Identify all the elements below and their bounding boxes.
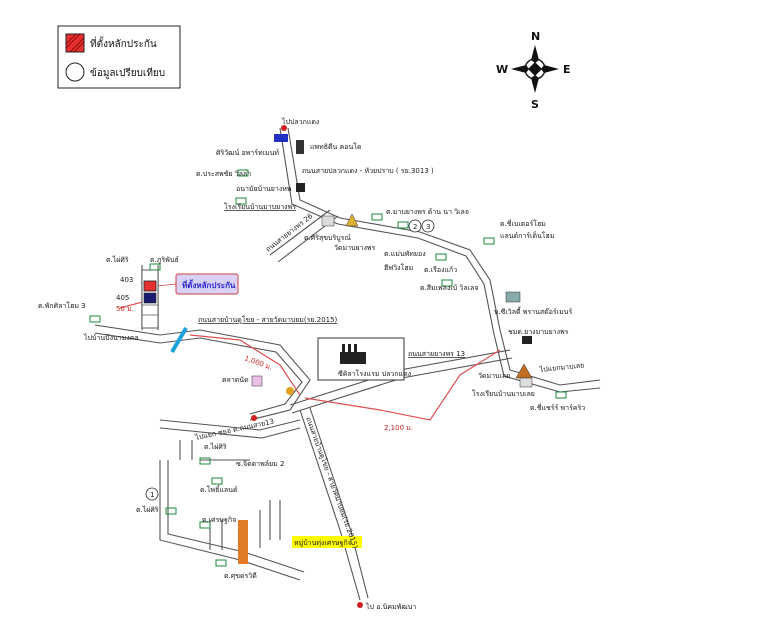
label-phrae: บ.ซีเวิลดี้ พรานสต๊อร์เมนร์ [494,305,572,316]
village-yellow-tag: หมู่บ้านทุ่งเศรษฐกิจ [292,536,362,548]
compare-marker-3 [421,219,435,233]
label-siri-garden: ต.เรืองแก้ว [424,266,457,274]
label-dist1000: 1,000 ม. [243,354,273,371]
compass-w: W [496,63,508,76]
label-road-3013: ถนนสายปลวกแดง - หัวยปราบ ( รย.3013 ) [302,167,434,175]
village-markers [89,169,567,567]
label-road-26: ถนนสายยางพร 26 [264,212,314,254]
temple2-icon [515,363,533,379]
label-dist50: 50 ม. [116,305,134,313]
label-maeni: ต.แม่นพัทยอง [384,250,426,258]
legend-site-swatch [65,33,85,53]
label-road-13: ถนนสายยางพร 13 [408,350,465,358]
label-to-pluak-daeng: ไปปลวกแดง [281,117,319,126]
label-chaiyasit4: ต.ไผ่ศิริ [136,505,159,514]
label-to-pluakb: ไปแยกมาบเลย [538,360,584,374]
label-prasop: ต.ประสพชัย วิลล่า [196,170,251,178]
label-to-nikhom: ไป อ.นิคมพัฒนา [365,602,416,611]
label-sukmaeng: ต.ศุขดรวิดี [224,572,257,580]
label-num405: 405 [116,294,129,302]
label-bus-stop: ชมด.ยางมาบยางพร [508,328,569,336]
label-wat2: วัดมาบเลย [478,372,510,380]
legend-compare-swatch [65,62,85,82]
label-chaiyasit3: ต.ไผ่ศิริ [204,442,227,451]
label-num1: 1 [150,491,154,499]
route-2100m [304,349,501,421]
compass-e: E [563,63,571,76]
label-market: ตลาดนัด [222,376,249,384]
compare-marker-1 [145,487,159,501]
gas-station-icon [286,387,294,395]
building-icon [296,140,304,154]
factory-box: ซีคิลาโรงแรม ปลวกแดง [317,337,411,381]
label-village3: ต.ชี่เบเตอร์โฮม [500,219,546,228]
label-siam2: ต.ชี่แชร์ร์ พาร์คริว [530,403,585,412]
yellow-label-text: หมู่บ้านทุ่งเศรษฐกิจ [294,539,352,547]
label-school2: โรงเรียนบ้านมาบเลย [472,389,535,398]
label-road-2015b: ถนนสายบ้านดูโขย - สายวัดมาบยม(รย.2015) [304,416,360,550]
label-village3b: แลนด์การ์เด็นโฮม [500,231,554,240]
market-icon [251,375,263,387]
label-sirisuk: ต.ศิริสุขบริบูรณ์ [304,234,351,242]
bus-stop-icon [522,336,532,344]
pin-north-icon [281,125,287,131]
label-setthakit: ต.เศรษฐกิจ [202,516,236,524]
clinic-icon [296,183,305,192]
canal-crossing [170,326,188,354]
compare-marker-2 [408,219,422,233]
school2-icon [519,377,533,388]
label-home1: ฮีฟวิงโฮม [384,263,413,272]
label-chaiyasit2: ต.ภูริพันธ์ [150,256,179,264]
poi-icons [145,125,533,608]
site-callout: ที่ตั้งหลักประกัน [157,273,239,295]
label-siriwat: ศิริวัฒน์ อพาร์ทเมนท์ [216,149,279,157]
label-to-banmab: ไปบ้านบึงนามงคล [83,333,139,342]
label-poti: ต.โพธิ์แลนด์ [200,484,238,494]
label-clinic: อนามัยบ้านยางหพ [236,185,292,193]
site-callout-text: ที่ตั้งหลักประกัน [182,279,236,290]
route-1000m [189,334,301,396]
compass-rose: N S W E [496,30,571,111]
label-mabyang: ต.มาบยางพร ด้าน นา วิเลจ [386,208,469,216]
label-pharma: แพทธิดีน คอนโด [310,142,362,151]
label-road-2015: ถนนสายบ้านดูโขย - สายวัดมาบยม(รย.2015) [198,315,338,324]
warehouse-icon [505,291,521,303]
temple-icon [345,213,359,227]
site-marker [143,280,157,292]
label-siam-land: ต.สีมเพลงเบ้ วิลเลจ [420,284,478,292]
label-road-2: ซ.จิตตาพล์ยม 2 [236,460,284,468]
legend-site-label: ที่ตั้งหลักประกัน [90,36,157,50]
legend-compare-label: ข้อมูลเปรียบเทียบ [90,67,165,79]
label-num2: 2 [413,223,417,231]
pin-south-icon [357,602,363,608]
label-num3: 3 [426,223,430,231]
legend: ที่ตั้งหลักประกัน ข้อมูลเปรียบเทียบ [57,25,181,89]
label-wat: วัดมาบยางพร [334,244,376,252]
plot-orange [238,520,248,564]
collateral-site [141,269,159,329]
label-school1: โรงเรียนบ้านมาบยางพร [224,202,296,211]
apartment-icon [274,134,288,142]
label-num403: 403 [120,276,133,284]
factory-label: ซีคิลาโรงแรม ปลวกแดง [338,369,411,378]
compass-n: N [531,30,540,43]
school-icon [321,215,335,227]
label-chaiyasit: ต.ไผ่ศิริ [106,255,129,264]
label-kaset: ต.พักศิลาโฮม 3 [38,301,86,310]
pin-nongkok-icon [251,415,257,421]
label-dist2100: 2,100 ม. [384,424,413,432]
compass-s: S [531,98,539,111]
